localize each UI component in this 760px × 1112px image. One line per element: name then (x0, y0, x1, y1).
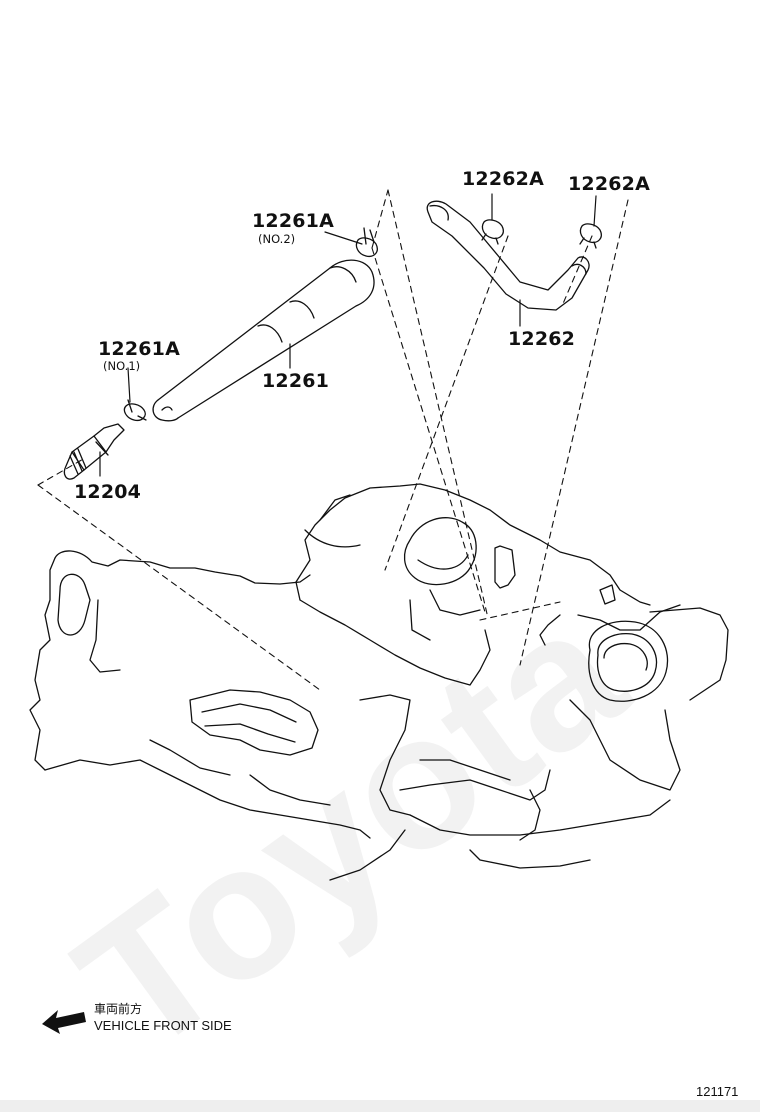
part-12261-hose (152, 259, 375, 422)
part-12262-hose (426, 200, 590, 311)
legend-english-text: VEHICLE FRONT SIDE (94, 1018, 232, 1033)
label-12204: 12204 (74, 481, 142, 503)
arrow-left-icon (42, 1010, 86, 1034)
label-12261: 12261 (262, 370, 330, 392)
callout-lines (99, 193, 597, 477)
label-12261a-no1-qualifier: (NO.1) (103, 359, 141, 373)
part-12262a-left-clamp (481, 219, 504, 245)
throttle-body (539, 584, 729, 791)
label-12261a-no2: 12261A (252, 210, 335, 232)
label-12261a-no1: 12261A (98, 338, 181, 360)
part-12204-pcv-valve (63, 423, 125, 480)
label-12261a-no2-qualifier: (NO.2) (258, 232, 296, 246)
engine-block-outline (29, 550, 671, 881)
bottom-band (0, 1100, 760, 1112)
leader-lines (37, 189, 629, 691)
figure-number: 121171 (696, 1084, 739, 1099)
intake-plenum (295, 483, 651, 686)
label-12262: 12262 (508, 328, 576, 350)
part-12262a-right-clamp (579, 223, 602, 249)
label-12262a-left: 12262A (462, 168, 545, 190)
part-12261a-no2-clamp (355, 227, 378, 258)
label-12262a-right: 12262A (568, 173, 651, 195)
part-12261a-no1-clamp (123, 399, 147, 422)
legend-japanese-text: 車両前方 (94, 1002, 143, 1016)
